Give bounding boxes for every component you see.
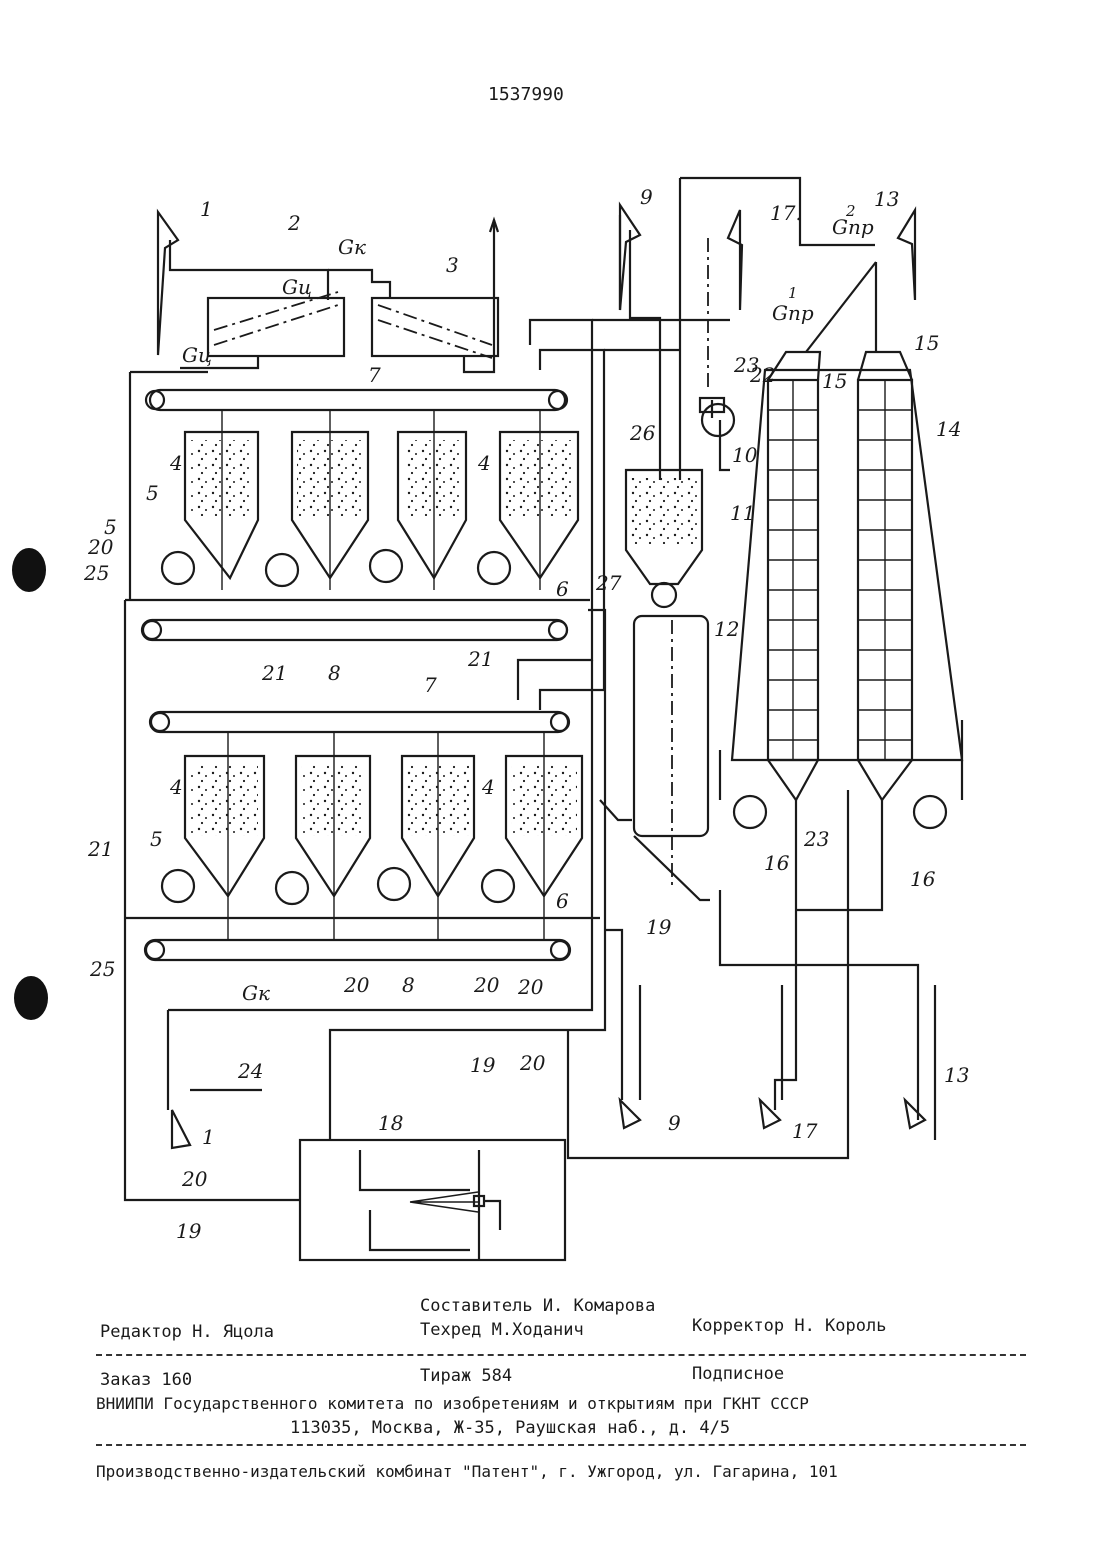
fan-22 (700, 398, 734, 436)
label-4c: 4 (169, 775, 183, 799)
silo-upper-3 (398, 410, 466, 590)
label-23b: 23 (803, 827, 829, 851)
label-6b: 6 (556, 889, 569, 913)
silo-block-lower (125, 712, 600, 960)
label-7-upper: 7 (368, 363, 381, 387)
label-13-bottom: 13 (944, 1063, 969, 1087)
label-gk-bottom: Gк (242, 981, 270, 1005)
label-25b: 25 (89, 957, 115, 981)
imprint-order: Заказ 160 (100, 1370, 192, 1390)
imprint-publisher: Производственно-издательский комбинат "П… (96, 1462, 838, 1481)
piping-network (125, 178, 875, 1200)
label-5c: 5 (150, 827, 163, 851)
label-5b: 5 (146, 481, 159, 505)
label-24: 24 (237, 1059, 263, 1083)
imprint-circulation: Тираж 584 (420, 1366, 512, 1386)
silo-lower-1 (185, 732, 264, 940)
label-21a: 21 (261, 661, 287, 685)
dryer-column-12 (634, 616, 710, 900)
label-gpr1: Gпр (772, 301, 814, 325)
label-27: 27 (595, 571, 622, 595)
imprint-editor: Редактор Н. Яцола (100, 1322, 274, 1342)
label-16a: 16 (764, 851, 790, 875)
label-3: 3 (446, 253, 459, 277)
label-21c: 21 (87, 837, 113, 861)
silo-block-upper (125, 372, 590, 640)
label-15a: 15 (914, 331, 939, 355)
silo-upper-4 (500, 410, 578, 590)
label-6a: 6 (556, 577, 569, 601)
silo-lower-4 (506, 732, 582, 940)
label-21b: 21 (467, 647, 493, 671)
exhaust-13-bottom (905, 985, 935, 1140)
label-20b: 20 (343, 973, 370, 997)
label-12: 12 (714, 617, 739, 641)
label-14: 14 (936, 417, 961, 441)
label-1-bottom: 1 (202, 1125, 215, 1149)
label-17-top: 17. (770, 201, 802, 225)
label-20f: 20 (181, 1167, 208, 1191)
divider-bottom (96, 1444, 1026, 1446)
label-gpr1-sup: 1 (788, 284, 798, 302)
imprint-corrector: Корректор Н. Король (692, 1316, 886, 1336)
label-20d: 20 (517, 975, 544, 999)
label-17-bottom: 17 (792, 1119, 818, 1143)
label-25a: 25 (83, 561, 109, 585)
process-flow-diagram: 1 2 Gк Gц Gц 3 7 4 4 5 5 20 25 6 21 8 21… (0, 0, 1099, 1300)
label-8a: 8 (328, 661, 341, 685)
divider-top (96, 1354, 1026, 1356)
label-4a: 4 (169, 451, 183, 475)
label-10: 10 (732, 443, 758, 467)
label-15b: 15 (822, 369, 847, 393)
label-7-lower: 7 (424, 673, 437, 697)
label-1-top: 1 (200, 197, 213, 221)
label-9-bottom: 9 (668, 1111, 681, 1135)
label-gpr2-sup: 2 (845, 202, 856, 220)
label-20e: 20 (519, 1051, 546, 1075)
exhaust-17-bottom (760, 985, 782, 1128)
imprint-compiler: Составитель И. Комарова (420, 1296, 655, 1316)
hopper-26 (626, 470, 702, 607)
exhaust-1-bottom (172, 1110, 190, 1148)
silo-lower-2 (296, 732, 370, 940)
label-13-top: 13 (874, 187, 899, 211)
silo-lower-3 (402, 732, 474, 940)
label-19a: 19 (646, 915, 672, 939)
fan-16-left (720, 750, 766, 828)
label-8b: 8 (402, 973, 415, 997)
silo-upper-1 (185, 410, 258, 590)
cooling-tower-14 (720, 352, 962, 1120)
imprint-tech-editor: Техред М.Ходанич (420, 1320, 584, 1340)
label-26: 26 (629, 421, 656, 445)
imprint-address: 113035, Москва, Ж-35, Раушская наб., д. … (290, 1418, 730, 1438)
label-gk-top: Gк (338, 235, 366, 259)
label-2: 2 (287, 211, 301, 235)
silo-upper-2 (292, 410, 368, 590)
sprayer-unit-18 (300, 1140, 565, 1260)
label-gc-top: Gц (282, 275, 312, 299)
imprint-institute: ВНИИПИ Государственного комитета по изоб… (96, 1394, 809, 1413)
label-19c: 19 (176, 1219, 202, 1243)
label-9-top: 9 (640, 185, 653, 209)
label-11: 11 (730, 501, 755, 525)
label-20a: 20 (87, 535, 114, 559)
label-4b: 4 (477, 451, 491, 475)
label-18: 18 (378, 1111, 403, 1135)
label-20c: 20 (473, 973, 500, 997)
label-gc-left: Gц (182, 343, 212, 367)
label-22: 22 (749, 363, 775, 387)
fan-16-right (914, 720, 962, 828)
imprint-subscription: Подписное (692, 1364, 784, 1384)
label-19b: 19 (470, 1053, 496, 1077)
label-16b: 16 (910, 867, 936, 891)
label-4d: 4 (481, 775, 495, 799)
